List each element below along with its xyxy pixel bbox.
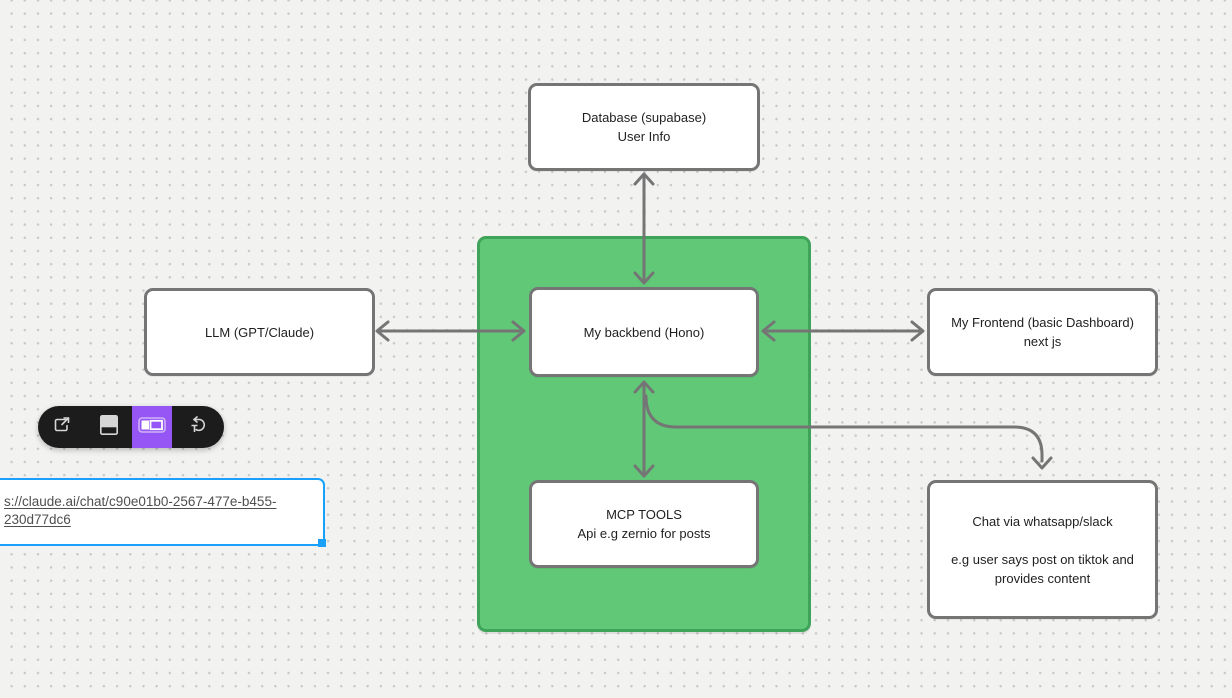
connector-backend-chat[interactable]	[644, 394, 1053, 470]
link-url-text[interactable]: s://claude.ai/chat/c90e01b0-2567-477e-b4…	[4, 493, 309, 528]
node-llm-line1: LLM (GPT/Claude)	[204, 324, 315, 340]
selected-link-card[interactable]: s://claude.ai/chat/c90e01b0-2567-477e-b4…	[0, 478, 326, 547]
inline-link-chip-icon	[138, 416, 166, 439]
selection-resize-handle[interactable]	[318, 539, 326, 547]
node-backend-line1: My backbend (Hono)	[583, 324, 705, 340]
node-frontend[interactable]: My Frontend (basic Dashboard) next js	[927, 288, 1158, 376]
node-frontend-line2: next js	[1023, 334, 1062, 349]
connector-backend-frontend[interactable]	[761, 320, 925, 342]
node-chat-spacer	[944, 531, 1141, 550]
card-preview-button[interactable]	[86, 406, 132, 448]
inline-link-chip-button[interactable]	[132, 406, 172, 448]
node-database[interactable]: Database (supabase) User Info	[528, 83, 760, 171]
node-chat-line1: Chat via whatsapp/slack	[972, 513, 1113, 529]
open-link-icon	[51, 414, 73, 441]
link-url-line2: 230d77dc6	[4, 511, 71, 527]
node-backend[interactable]: My backbend (Hono)	[529, 287, 759, 377]
node-llm[interactable]: LLM (GPT/Claude)	[144, 288, 375, 376]
revert-to-text-icon	[187, 414, 209, 441]
link-options-toolbar	[38, 406, 224, 448]
node-frontend-line1: My Frontend (basic Dashboard)	[951, 315, 1134, 330]
node-mcp[interactable]: MCP TOOLS Api e.g zernio for posts	[529, 480, 759, 568]
open-link-button[interactable]	[38, 406, 86, 448]
connector-llm-backend[interactable]	[375, 320, 526, 342]
card-preview-icon	[99, 414, 119, 441]
revert-to-text-button[interactable]	[172, 406, 224, 448]
node-database-line2: User Info	[617, 129, 671, 144]
link-url-line1: s://claude.ai/chat/c90e01b0-2567-477e-b4…	[4, 494, 277, 509]
node-database-line1: Database (supabase)	[581, 110, 707, 125]
node-chat-line2: e.g user says post on tiktok and provide…	[951, 551, 1134, 586]
connector-backend-mcp[interactable]	[633, 380, 655, 478]
connector-database-backend[interactable]	[633, 172, 655, 285]
node-chat[interactable]: Chat via whatsapp/slack e.g user says po…	[927, 480, 1158, 619]
node-mcp-line1: MCP TOOLS	[606, 507, 682, 522]
node-mcp-line2: Api e.g zernio for posts	[577, 526, 711, 541]
